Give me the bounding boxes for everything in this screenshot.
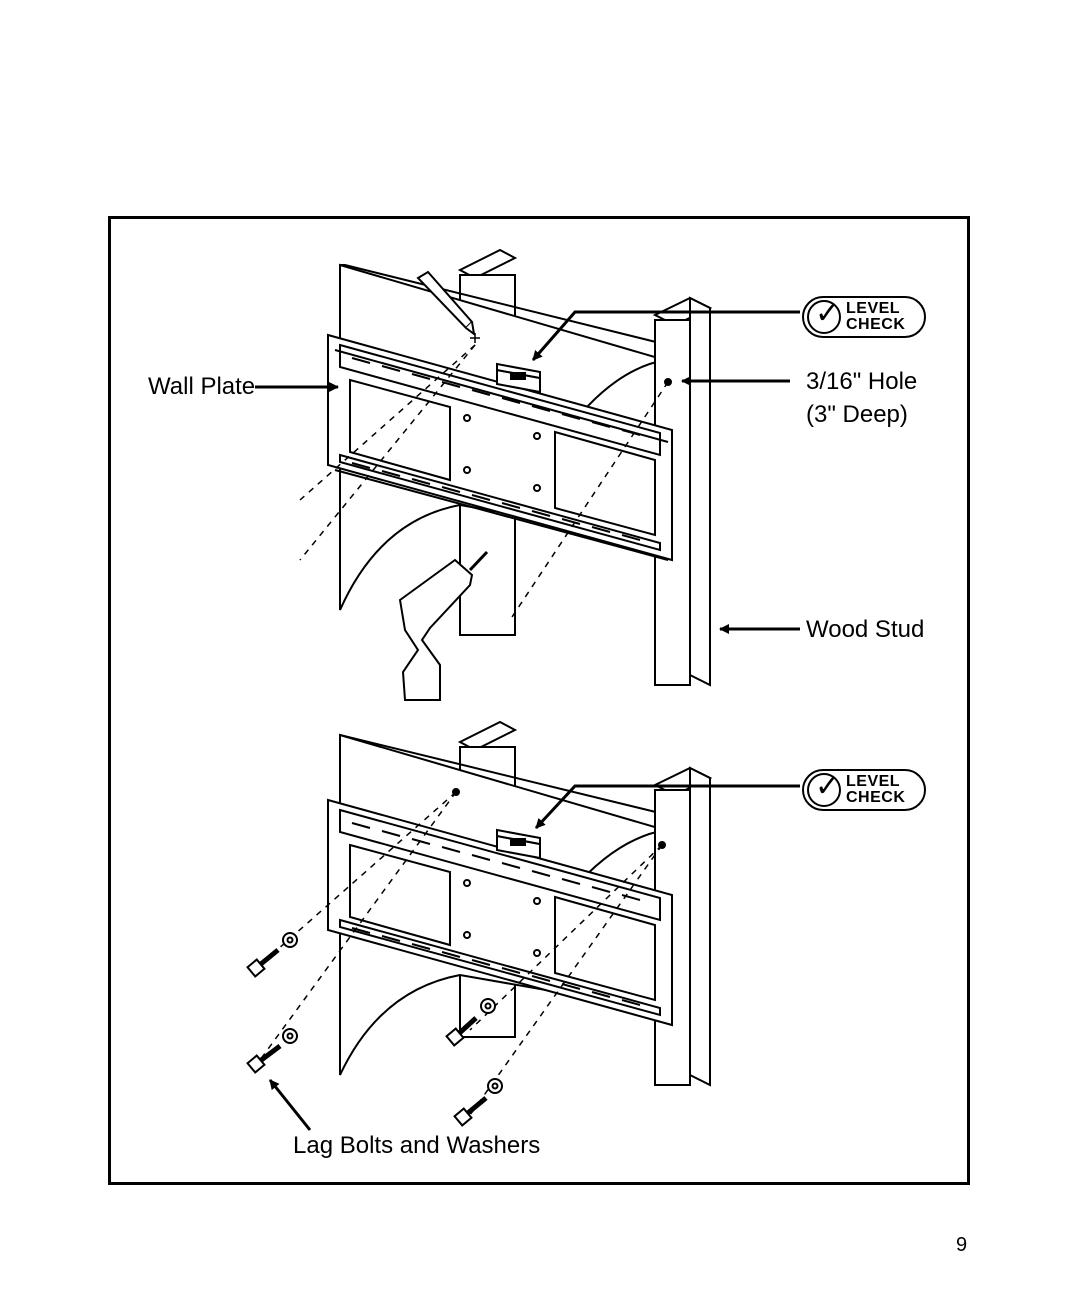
bubble-level-top — [496, 362, 541, 394]
top-diagram — [299, 248, 713, 701]
level-check-badge-bottom: ✓ LEVEL CHECK — [802, 769, 926, 811]
callout-arrows — [255, 310, 800, 1131]
check-icon: ✓ — [807, 296, 841, 334]
front-stud-bottom — [652, 766, 713, 1087]
wood-stud-label: Wood Stud — [806, 616, 925, 643]
wall-plate-bottom — [327, 798, 673, 1027]
bubble-level-bottom — [496, 828, 541, 860]
arrow-level-top — [531, 310, 800, 361]
bottom-diagram — [246, 720, 713, 1127]
wall-plate-top — [327, 333, 673, 562]
page-number: 9 — [956, 1234, 968, 1256]
badge-line1: LEVEL — [846, 773, 901, 790]
wall-plate-label: Wall Plate — [148, 373, 256, 400]
lag-bolt-icon — [246, 948, 488, 1127]
drill-icon — [398, 550, 489, 701]
hole-size-label: 3/16" Hole — [806, 368, 918, 395]
check-icon: ✓ — [807, 769, 841, 807]
arrow-level-bottom — [534, 784, 800, 830]
level-check-badge-top: ✓ LEVEL CHECK — [802, 296, 926, 338]
washer-icon — [282, 932, 503, 1094]
badge-line2: CHECK — [846, 316, 906, 333]
lag-bolts-label: Lag Bolts and Washers — [293, 1132, 541, 1159]
badge-line2: CHECK — [846, 789, 906, 806]
arrow-lag-bolts — [268, 1079, 312, 1131]
hole-depth-label: (3" Deep) — [806, 401, 908, 428]
pencil-icon — [416, 270, 476, 337]
badge-line1: LEVEL — [846, 300, 901, 317]
figure-frame — [108, 216, 970, 1185]
